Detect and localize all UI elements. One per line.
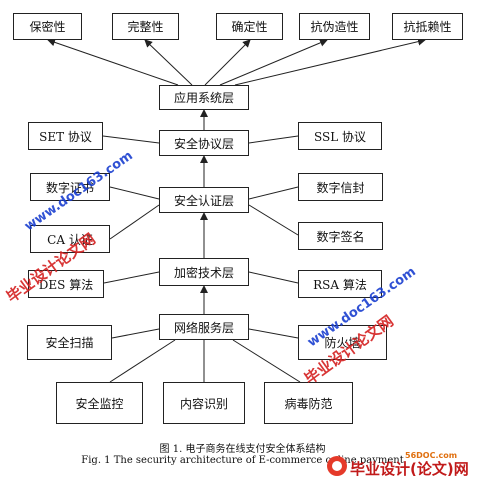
- layer-network-service: 网络服务层: [159, 314, 249, 340]
- arrow-to-certainty: [204, 39, 251, 86]
- watermark-logo-site: 56DOC.com: [405, 451, 458, 460]
- ssl-protocol-box: SSL 协议: [298, 122, 382, 150]
- logo-icon: [327, 456, 347, 476]
- security-monitor-box: 安全监控: [56, 382, 143, 424]
- layer-application: 应用系统层: [159, 85, 249, 110]
- layer-security-auth: 安全认证层: [159, 187, 249, 213]
- caption-chinese: 图 1. 电子商务在线支付安全体系结构: [159, 444, 326, 455]
- property-anti-forgery: 抗伪造性: [299, 13, 370, 40]
- arrow-to-integrity: [144, 39, 193, 86]
- firewall-box: 防火墙: [298, 325, 387, 360]
- rsa-algorithm-box: RSA 算法: [298, 270, 382, 298]
- line-scan: [111, 328, 160, 339]
- virus-prevention-box: 病毒防范: [264, 382, 353, 424]
- property-non-repudiation: 抗抵赖性: [392, 13, 463, 40]
- digital-envelope-box: 数字信封: [298, 173, 383, 201]
- set-protocol-box: SET 协议: [28, 122, 103, 150]
- arrow-to-non-repudiation: [234, 37, 426, 86]
- content-recognition-box: 内容识别: [163, 382, 245, 424]
- line-rsa: [248, 271, 299, 284]
- arrow-to-anti-forgery: [219, 39, 328, 86]
- line-des: [103, 271, 160, 284]
- property-certainty: 确定性: [216, 13, 283, 40]
- line-ssl: [248, 135, 299, 144]
- des-algorithm-box: DES 算法: [28, 270, 104, 298]
- digital-certificate-box: 数字证书: [30, 173, 110, 201]
- property-integrity: 完整性: [112, 13, 179, 40]
- layer-encryption: 加密技术层: [159, 258, 249, 286]
- line-set: [102, 135, 160, 144]
- caption-english: Fig. 1 The security architecture of E-co…: [81, 455, 404, 466]
- line-firewall: [248, 328, 299, 339]
- property-confidentiality: 保密性: [13, 13, 82, 40]
- line-monitor: [109, 339, 176, 383]
- watermark-brand: 毕业设计(论文)网: [350, 460, 469, 478]
- layer-security-protocol: 安全协议层: [159, 130, 249, 156]
- ca-auth-box: CA 认证: [30, 225, 110, 253]
- line-envelope: [248, 186, 299, 200]
- security-scan-box: 安全扫描: [27, 325, 112, 360]
- line-signature: [248, 204, 299, 236]
- line-cert: [109, 186, 160, 200]
- digital-signature-box: 数字签名: [298, 222, 383, 250]
- line-ca: [109, 204, 160, 240]
- line-virus: [232, 339, 301, 383]
- arrow-to-confidentiality: [47, 38, 179, 86]
